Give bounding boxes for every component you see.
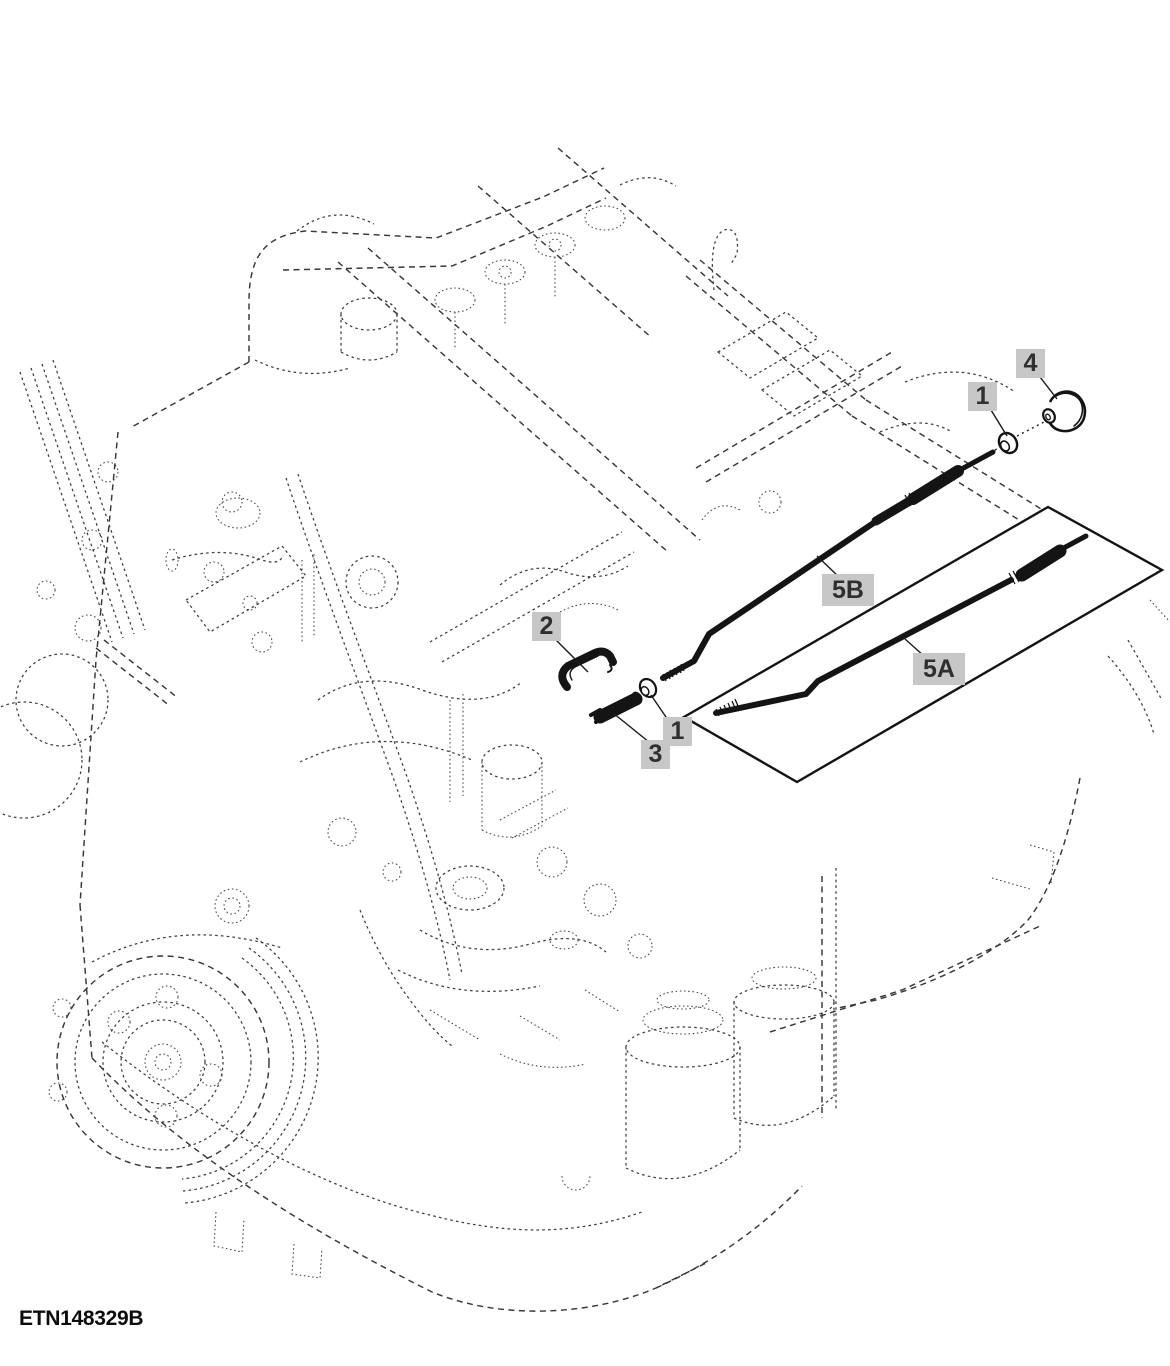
callout-1-low: 1 <box>663 717 692 746</box>
drawing-number: ETN148329B <box>19 1307 144 1330</box>
fitting-part3 <box>589 691 643 724</box>
callout-5A: 5A <box>913 653 965 685</box>
inspection-panel <box>681 505 1165 784</box>
dipstick-cap-part4 <box>1042 390 1087 433</box>
oring-upper <box>997 431 1019 455</box>
clamp-part2 <box>558 647 617 691</box>
engine-phantom-outline <box>0 147 1170 1312</box>
callout-4: 4 <box>1016 349 1045 378</box>
dipstick-tube-5a <box>713 533 1089 717</box>
callout-1-top: 1 <box>968 382 997 411</box>
callout-5B: 5B <box>822 574 874 606</box>
oring-lower <box>638 677 658 699</box>
dipstick-tube-5b <box>660 449 996 682</box>
callout-2: 2 <box>532 612 561 641</box>
